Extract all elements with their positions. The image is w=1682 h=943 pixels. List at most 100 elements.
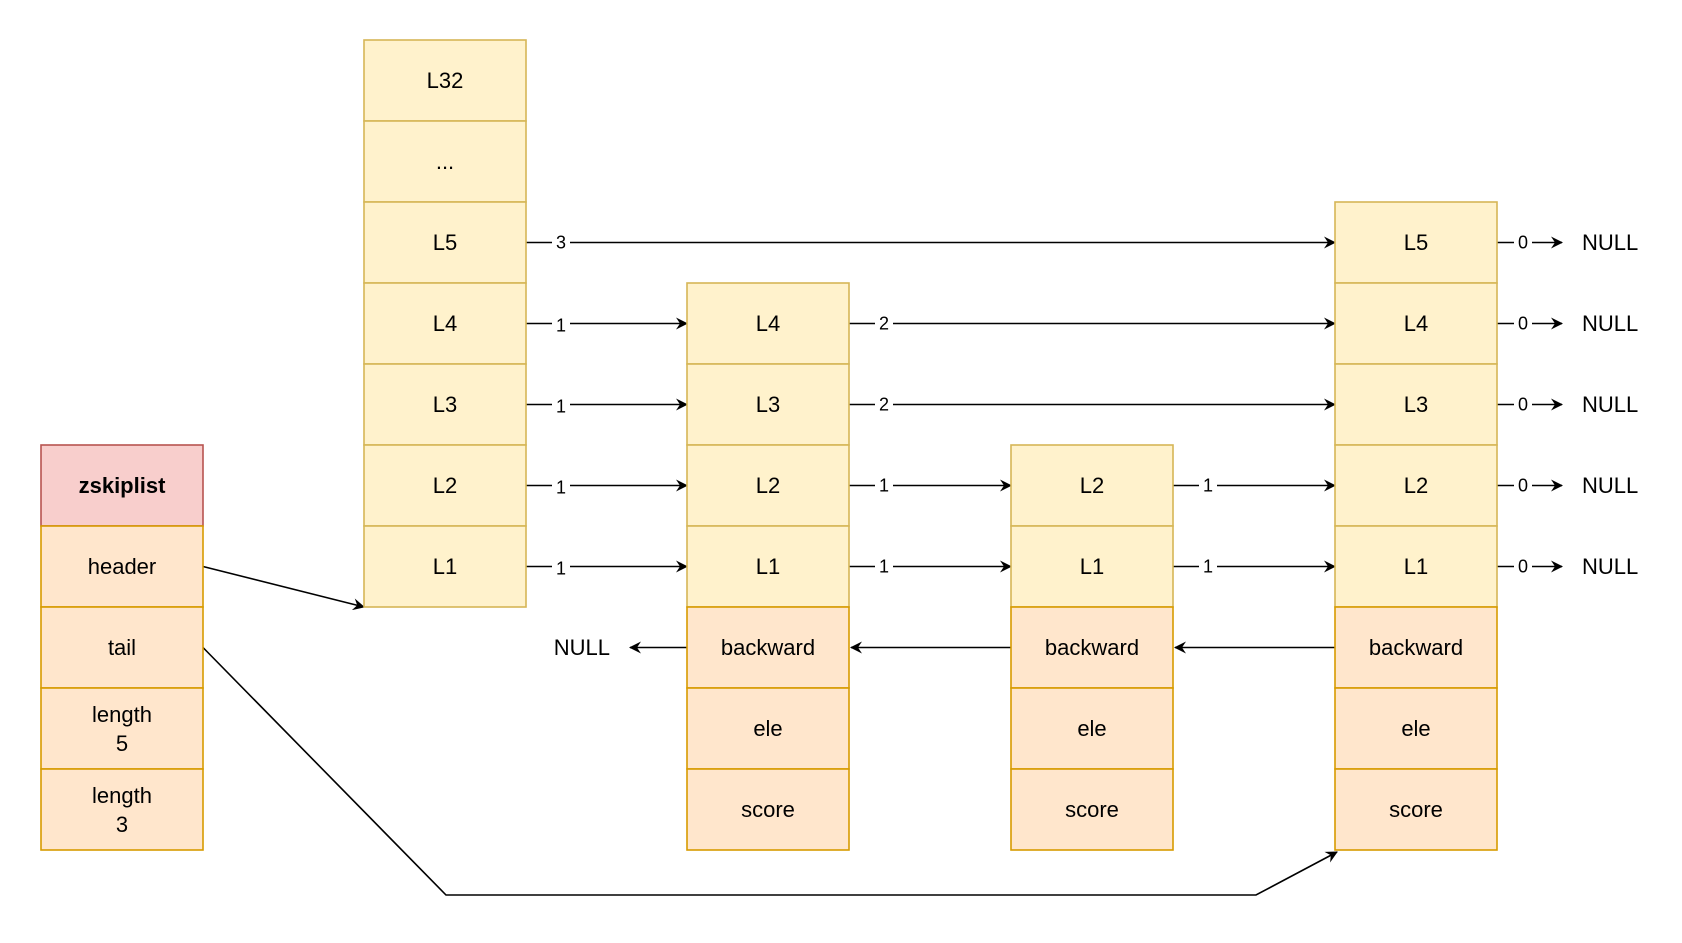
header-level-label: L4 [433, 311, 457, 336]
span-label-bg [1199, 555, 1217, 578]
zskiplist-header-cell [40, 525, 204, 608]
label-layer: zskiplistheadertaillength5length3L32...L… [79, 68, 1639, 837]
span-label-bg [552, 557, 570, 580]
zskiplist-title: zskiplist [79, 473, 166, 498]
span-label: 1 [556, 397, 566, 417]
header-level-label: L32 [427, 68, 464, 93]
header-level-label: L3 [433, 392, 457, 417]
span-label-bg [875, 474, 893, 497]
span-label: 1 [879, 476, 889, 496]
node3-backward-label: backward [1369, 635, 1463, 660]
node1-backward-cell [686, 606, 850, 689]
span-label: 1 [1203, 476, 1213, 496]
span-label: 1 [556, 478, 566, 498]
span-label: 2 [879, 314, 889, 334]
zskiplist-tail-label: tail [108, 635, 136, 660]
node1-score-label: score [741, 797, 795, 822]
zskiplist-length-line-0: length [92, 702, 152, 727]
zskiplist-level-line-1: 3 [116, 812, 128, 837]
node3-score-label: score [1389, 797, 1443, 822]
span-label: 1 [556, 316, 566, 336]
node2-backward-label: backward [1045, 635, 1139, 660]
header-level-cell [363, 201, 527, 284]
span-label: 2 [879, 395, 889, 415]
span-label: 0 [1518, 233, 1528, 253]
span-label: 0 [1518, 395, 1528, 415]
span-label: 1 [879, 557, 889, 577]
node2-level-cell [1010, 444, 1174, 527]
span-label-bg [1514, 231, 1532, 254]
span-label-bg [552, 395, 570, 418]
null-label: NULL [1582, 230, 1638, 255]
span-label: 0 [1518, 557, 1528, 577]
span-label-bg [1514, 312, 1532, 335]
node3-backward-cell [1334, 606, 1498, 689]
header-level-label: L1 [433, 554, 457, 579]
node3-level-label: L5 [1404, 230, 1428, 255]
tail-pointer-link [202, 646, 1338, 896]
node1-ele-cell [686, 687, 850, 770]
node-layer [40, 39, 1498, 851]
header-level-cell [363, 282, 527, 365]
node2-ele-cell [1010, 687, 1174, 770]
header-level-label: L5 [433, 230, 457, 255]
zskiplist-tail-cell [40, 606, 204, 689]
span-label-bg [1514, 555, 1532, 578]
null-label: NULL [1582, 554, 1638, 579]
node2-ele-label: ele [1077, 716, 1106, 741]
null-label: NULL [1582, 311, 1638, 336]
node3-level-label: L4 [1404, 311, 1428, 336]
node1-ele-label: ele [753, 716, 782, 741]
header-pointer-link [202, 565, 365, 611]
span-label: 3 [556, 233, 566, 253]
node1-backward-label: backward [721, 635, 815, 660]
node3-level-cell [1334, 282, 1498, 365]
node2-score-label: score [1065, 797, 1119, 822]
span-label: 1 [556, 559, 566, 579]
span-label-bg [552, 314, 570, 337]
node3-level-label: L2 [1404, 473, 1428, 498]
backward-null-label: NULL [554, 635, 610, 660]
node1-score-cell [686, 768, 850, 851]
header-level-cell [363, 120, 527, 203]
span-label-bg [1514, 393, 1532, 416]
header-level-label: ... [436, 149, 454, 174]
node3-ele-cell [1334, 687, 1498, 770]
node3-level-cell [1334, 525, 1498, 608]
node3-ele-label: ele [1401, 716, 1430, 741]
node3-score-cell [1334, 768, 1498, 851]
node2-backward-cell [1010, 606, 1174, 689]
zskiplist-level-line-0: length [92, 783, 152, 808]
node1-level-cell [686, 444, 850, 527]
node1-level-cell [686, 282, 850, 365]
node2-level-label: L1 [1080, 554, 1104, 579]
span-label-bg [875, 393, 893, 416]
node1-level-label: L3 [756, 392, 780, 417]
node3-level-label: L3 [1404, 392, 1428, 417]
zskiplist-level-cell [40, 768, 204, 851]
node1-level-label: L1 [756, 554, 780, 579]
zskiplist-length-line-1: 5 [116, 731, 128, 756]
header-level-cell [363, 525, 527, 608]
node1-level-label: L2 [756, 473, 780, 498]
zskiplist-header-label: header [88, 554, 157, 579]
node2-level-label: L2 [1080, 473, 1104, 498]
node2-score-cell [1010, 768, 1174, 851]
zskiplist-length-cell [40, 687, 204, 770]
node3-level-label: L1 [1404, 554, 1428, 579]
zskiplist-title-cell [40, 444, 204, 527]
header-level-label: L2 [433, 473, 457, 498]
header-level-cell [363, 444, 527, 527]
span-label-bg [552, 231, 570, 254]
node1-level-cell [686, 363, 850, 446]
span-label: 0 [1518, 314, 1528, 334]
span-label-bg [552, 476, 570, 499]
null-label: NULL [1582, 392, 1638, 417]
span-label-bg [875, 555, 893, 578]
span-label: 1 [1203, 557, 1213, 577]
span-label: 0 [1518, 476, 1528, 496]
null-label: NULL [1582, 473, 1638, 498]
span-label-bg [1514, 474, 1532, 497]
